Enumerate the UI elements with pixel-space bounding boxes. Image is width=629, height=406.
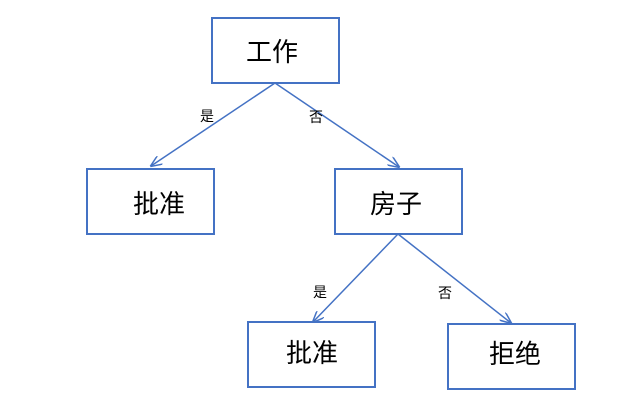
- edge-label-house-no: 否: [438, 286, 452, 302]
- node-house: 房子: [334, 168, 463, 235]
- node-left-box: [86, 168, 215, 235]
- edge-root-to-left: [151, 82, 276, 166]
- node-house-yes-label: 批准: [286, 339, 338, 369]
- node-house-no-reject: 拒绝: [447, 323, 576, 390]
- edge-root-to-house: [274, 82, 399, 167]
- node-left-label: 批准: [133, 190, 185, 220]
- node-house-no-box: [447, 323, 576, 390]
- node-house-no-label: 拒绝: [489, 340, 541, 370]
- edge-label-house-yes: 是: [313, 285, 327, 301]
- edge-label-root-no: 否: [309, 110, 323, 126]
- node-root-box: [211, 17, 340, 84]
- node-root-label: 工作: [246, 38, 298, 68]
- edge-house-to-no: [397, 233, 511, 323]
- edge-house-to-yes: [313, 233, 399, 322]
- edge-label-root-yes: 是: [200, 109, 214, 125]
- node-left-approve: 批准: [86, 168, 215, 235]
- node-house-yes-approve: 批准: [247, 321, 376, 388]
- node-house-yes-box: [247, 321, 376, 388]
- node-house-label: 房子: [370, 190, 422, 220]
- node-root-work: 工作: [211, 17, 340, 84]
- node-house-box: [334, 168, 463, 235]
